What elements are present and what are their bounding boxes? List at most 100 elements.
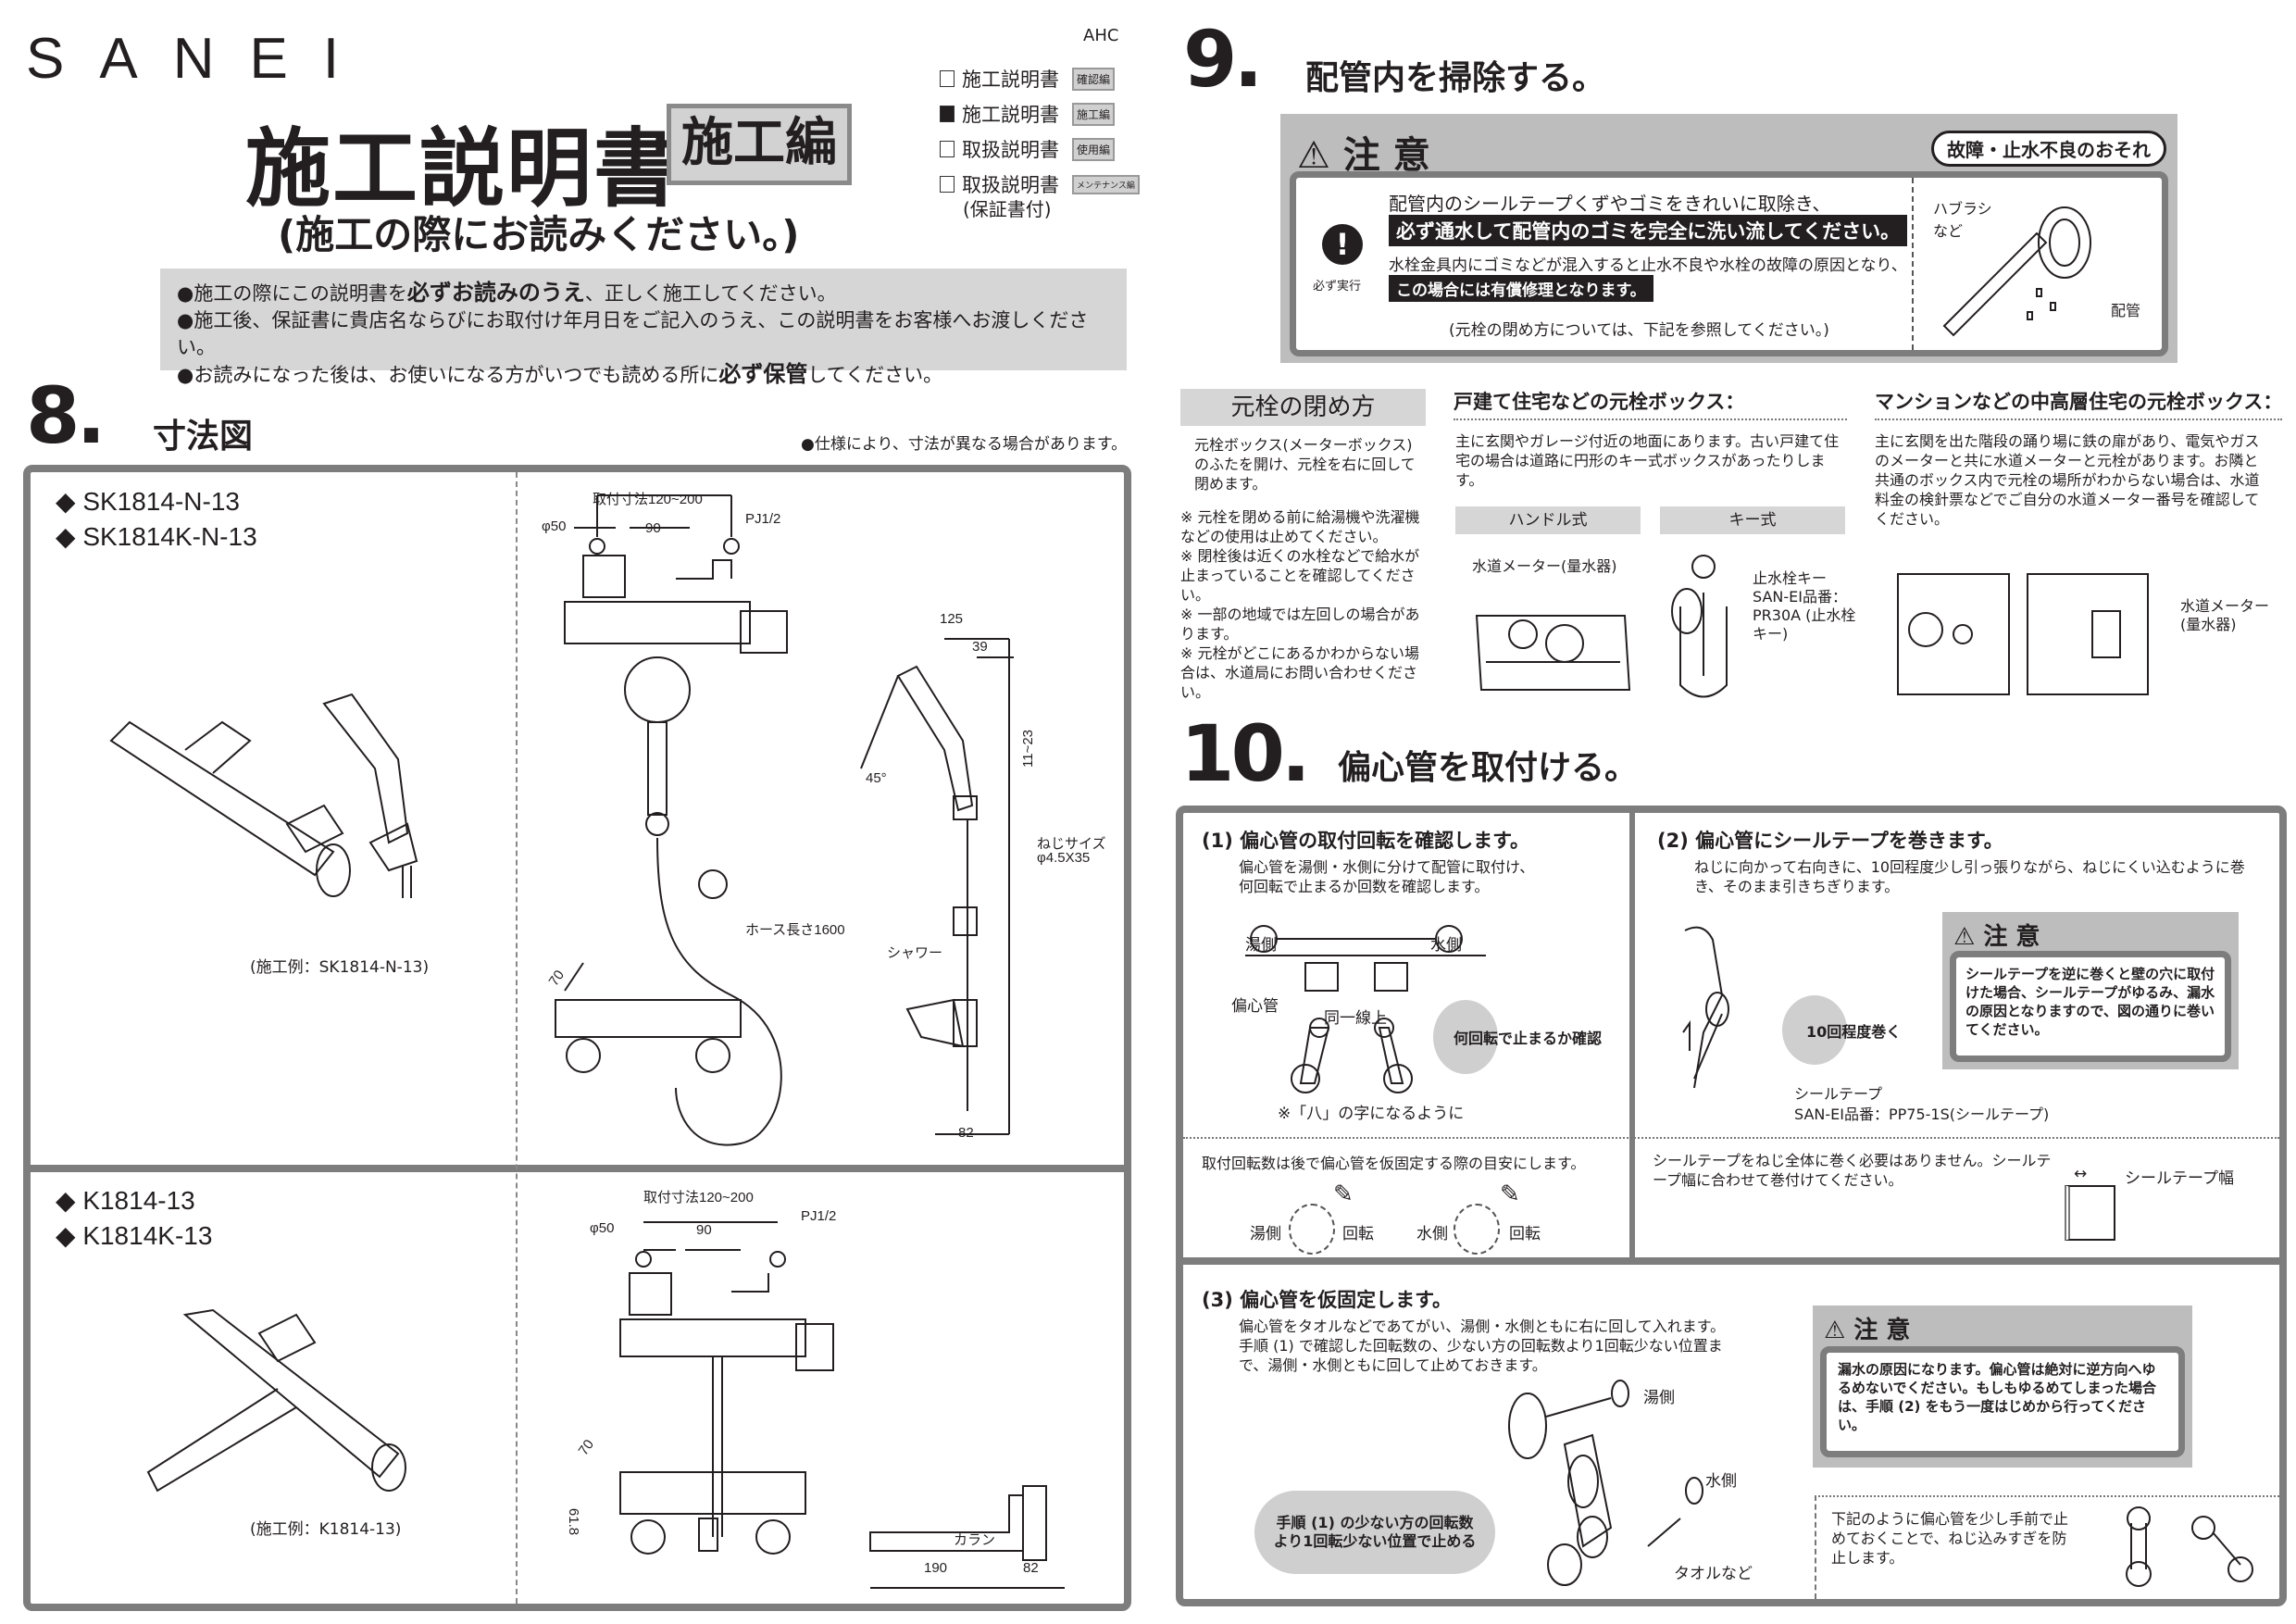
side-view-spout-drawing	[869, 1485, 1065, 1589]
page-subtitle: (施工の際にお読みください。)	[278, 212, 800, 257]
warranty-note: (保証書付)	[963, 198, 1052, 220]
label-karan: カラン	[954, 1532, 996, 1548]
dim-hose: ホース長さ1600	[745, 922, 845, 938]
shower-front-drawing	[624, 656, 782, 1146]
cloud-callout: 何回転で止まるか確認	[1433, 1000, 1602, 1074]
notice-box: ●施工の際にこの説明書を必ずお読みのうえ、正しく施工してください。 ●施工後、保…	[160, 269, 1127, 387]
model-number: ◆ K1814K-13	[56, 1221, 213, 1250]
mansion-meter-label: 水道メーター (量水器)	[2180, 597, 2270, 633]
checkbox-checked-icon	[940, 106, 955, 122]
hot-side-label: 湯側	[1245, 936, 1277, 955]
dim-11-23: 11~23	[1020, 729, 1037, 768]
cold-side-label: 水側	[1430, 936, 1462, 955]
dim-125: 125	[940, 611, 964, 627]
manual-list-item: 施工説明書確認編	[940, 65, 1116, 93]
label-shower: シャワー	[887, 945, 943, 961]
key-label: 止水栓キー SAN-EI品番：PR30A (止水栓キー)	[1753, 569, 1856, 643]
note-item: ※ 元栓を閉める前に給湯機や洗濯機などの使用は止めてください。	[1180, 508, 1420, 545]
caution-text: 水栓金具内にゴミなどが混入すると止水不良や水栓の故障の原因となり、	[1389, 256, 1907, 275]
mansion-text: 主に玄関を出た階段の踊り場に鉄の扉があり、電気やガスのメーターと共に水道メーター…	[1875, 432, 2260, 528]
type-key-label: キー式	[1660, 506, 1845, 534]
frame-divider	[1179, 1257, 2283, 1265]
pencil-icon: ✎	[1500, 1181, 1520, 1208]
note-item: ※ 元栓がどこにあるかわからない場合は、水道局にお問い合わせください。	[1180, 644, 1420, 701]
caution-box: ⚠ 注 意 漏水の原因になります。偏心管は絶対に逆方向へゆるめないでください。も…	[1813, 1305, 2192, 1468]
valve-heading: 元栓の閉め方	[1180, 389, 1426, 426]
dashed-divider	[1912, 178, 1914, 350]
section-9-title: 配管内を掃除する。	[1305, 59, 1606, 97]
front-view-drawing	[555, 962, 742, 1073]
caution-emphasis: 必ず通水して配管内のゴミを完全に洗い流してください。	[1389, 215, 1908, 246]
dim-mount: 取付寸法120~200	[643, 1190, 754, 1206]
section-10-number: 10.	[1180, 708, 1311, 799]
tape-width-label: シールテープ幅	[2125, 1169, 2234, 1188]
top-view-drawing	[564, 494, 788, 654]
cold-side-label: 水側	[1416, 1225, 1448, 1243]
rotation-label: 回転	[1342, 1225, 1374, 1243]
caution-content: ! 必ず実行 配管内のシールテープくずやゴミをきれいに取除き、 必ず通水して配管…	[1290, 171, 2168, 356]
notice-line: ●お読みになった後は、お使いになる方がいつでも読める所に必ず保管してください。	[177, 361, 943, 387]
note-item: ※ 一部の地域では左回しの場合があります。	[1180, 606, 1420, 643]
mansion-heading: マンションなどの中高層住宅の元栓ボックス：	[1875, 391, 2283, 413]
step-2-bottom-text: シールテープをねじ全体に巻く必要はありません。シールテープ幅に合わせて巻付けてく…	[1653, 1152, 2052, 1189]
dim-pj: PJ1/2	[801, 1208, 837, 1224]
section-8-number: 8.	[26, 370, 106, 461]
page-title: 施工説明書	[245, 119, 681, 219]
mansion-valve-illustration	[1897, 573, 2149, 695]
same-line-label: 同一線上	[1324, 1009, 1387, 1028]
step-1-text: 偏心管を湯側・水側に分けて配管に取付け、何回転で止まるか回数を確認します。	[1239, 858, 1535, 895]
step-2-text: ねじに向かって右向きに、10回程度少し引っ張りながら、ねじにくい込むように巻き、…	[1694, 858, 2245, 895]
hand-wrapping-illustration	[1682, 926, 1729, 1089]
valve-notes: ※ 元栓を閉める前に給湯機や洗濯機などの使用は止めてください。 ※ 閉栓後は近く…	[1180, 507, 1430, 702]
eccentric-pipe-diagram	[1245, 925, 1486, 1093]
top-view-drawing	[619, 1221, 834, 1537]
house-heading: 戸建て住宅などの元栓ボックス：	[1454, 391, 1745, 413]
house-text: 主に玄関やガレージ付近の地面にあります。古い戸建て住宅の場合は道路に円形のキー式…	[1455, 432, 1840, 489]
dotted-rule	[1183, 1137, 2279, 1139]
checkbox-icon	[940, 141, 955, 157]
dim-screw-size: φ4.5X35	[1037, 850, 1091, 866]
dimension-frame	[23, 465, 1131, 1611]
caution-reference: (元栓の閉め方については、下記を参照してください。)	[1449, 321, 1829, 340]
dim-90: 90	[696, 1222, 712, 1238]
caution-text: シールテープを逆に巻くと壁の穴に取付けた場合、シールテープがゆるみ、漏水の原因と…	[1950, 951, 2231, 1062]
manual-label: 施工説明書	[962, 69, 1059, 91]
tape-width-illustration	[2065, 1185, 2115, 1241]
manual-label: 施工説明書	[962, 104, 1059, 126]
notice-line: ●施工後、保証書に貴店名ならびにお取付け年月日をご記入のうえ、この説明書をお客様…	[177, 309, 1089, 358]
rotation-label: 回転	[1509, 1225, 1541, 1243]
frame-divider	[27, 1165, 1128, 1172]
install-frame	[1176, 806, 2287, 1606]
dim-pj: PJ1/2	[745, 511, 781, 527]
pipe-label: 偏心管	[1231, 997, 1279, 1016]
front-view-drawing	[619, 1471, 806, 1555]
faucet-illustration	[146, 1308, 406, 1493]
model-number: ◆ SK1814-N-13	[56, 487, 240, 516]
towel-fitting-illustration	[1508, 1380, 1703, 1586]
note-item: ※ 閉栓後は近くの水栓などで給水が止まっていることを確認してください。	[1180, 547, 1420, 604]
section-9-number: 9.	[1183, 14, 1263, 105]
dashed-circle	[1289, 1204, 1335, 1255]
model-number: ◆ K1814-13	[56, 1186, 195, 1215]
tape-label: シールテープ	[1794, 1085, 1883, 1103]
manual-list-item: 施工説明書施工編	[940, 100, 1116, 128]
model-number: ◆ SK1814K-N-13	[56, 522, 257, 551]
towel-label: タオルなど	[1674, 1565, 1753, 1583]
manual-label: 取扱説明書	[962, 174, 1059, 196]
warning-triangle-icon: ⚠	[1297, 134, 1330, 177]
dim-190: 190	[924, 1560, 948, 1576]
notice-line: ●施工の際にこの説明書を必ずお読みのうえ、正しく施工してください。	[177, 280, 837, 306]
step-1-heading: (1) 偏心管の取付回転を確認します。	[1202, 830, 1530, 852]
dim-angle: 45°	[866, 770, 887, 786]
pipe-stop-illustration	[2126, 1506, 2253, 1587]
step-2-heading: (2) 偏心管にシールテープを巻きます。	[1657, 830, 2003, 852]
valve-description: 元栓ボックス(メーターボックス)のふたを開け、元栓を右に回して閉めます。	[1194, 436, 1416, 493]
frame-divider	[1629, 809, 1635, 1259]
dim-mount: 取付寸法120~200	[593, 492, 703, 507]
brush-label: ハブラシ など	[1933, 200, 1992, 240]
risk-badge: 故障・止水不良のおそれ	[1931, 131, 2166, 167]
exclamation-icon: !	[1322, 224, 1363, 265]
dim-39: 39	[972, 639, 988, 655]
warning-triangle-icon: ⚠	[1953, 923, 1976, 951]
manual-tag: 使用編	[1072, 137, 1116, 161]
